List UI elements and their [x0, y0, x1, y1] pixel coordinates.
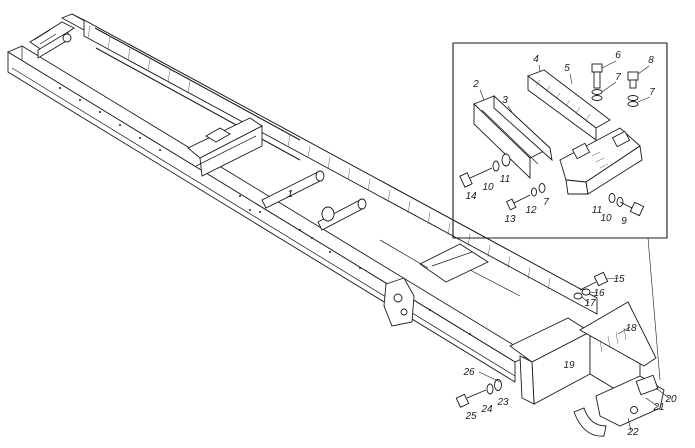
callout-label-c7b: 7 [649, 87, 655, 98]
callout-label-c14: 14 [465, 191, 477, 202]
crossmember-2 [187, 117, 263, 177]
callout-label-c18: 18 [625, 323, 637, 334]
rear-crossmember [509, 301, 665, 437]
callout-label-c19: 19 [563, 360, 575, 371]
spring-bracket [383, 277, 415, 327]
hatched-channel-4-5 [527, 69, 611, 141]
fastener-set-14 [459, 153, 511, 188]
bracket-assembly [559, 127, 643, 195]
callout-label-c21: 21 [652, 402, 664, 413]
callout-label-c5: 5 [564, 63, 570, 74]
chassis-frame [7, 13, 665, 437]
fastener-set-13 [505, 183, 546, 211]
callout-label-c4: 4 [533, 54, 539, 65]
bolt-8 [627, 71, 639, 107]
callout-label-c22: 22 [626, 427, 639, 438]
callout-label-c10b: 10 [600, 213, 612, 224]
callout-label-c20: 20 [664, 394, 677, 405]
fastener-set-25 [455, 379, 502, 408]
callout-label-c10a: 10 [482, 182, 494, 193]
callout-label-c17: 17 [584, 298, 596, 309]
right-side-member [60, 13, 598, 315]
callout-label-c11b: 11 [592, 205, 602, 216]
callout-label-c12: 12 [525, 205, 537, 216]
callout-label-c13: 13 [504, 214, 516, 225]
x-crossmember [379, 239, 521, 297]
callout-label-c24: 24 [480, 404, 493, 415]
callout-label-c1: 1 [287, 189, 293, 200]
callout-label-c16: 16 [593, 288, 605, 299]
callout-label-c7c: 7 [543, 197, 549, 208]
fastener-set-9 [608, 193, 645, 217]
callout-label-c3: 3 [502, 95, 508, 106]
callout-label-c23: 23 [496, 397, 509, 408]
leader-lines [289, 60, 670, 432]
callout-label-c2: 2 [472, 79, 479, 90]
callout-label-c15: 15 [613, 274, 625, 285]
channel-part-2-3 [473, 94, 553, 180]
callout-label-c6: 6 [615, 50, 621, 61]
callout-label-c7a: 7 [615, 72, 621, 83]
callout-label-c11a: 11 [500, 174, 510, 185]
callout-label-c9: 9 [621, 216, 627, 227]
left-side-member [7, 45, 531, 383]
callout-label-c8: 8 [648, 55, 654, 66]
bolt-6 [591, 63, 603, 101]
callout-label-c26: 26 [462, 367, 475, 378]
callout-label-c25: 25 [464, 411, 477, 422]
detail-inset [452, 42, 668, 381]
front-crossmember [29, 21, 75, 59]
